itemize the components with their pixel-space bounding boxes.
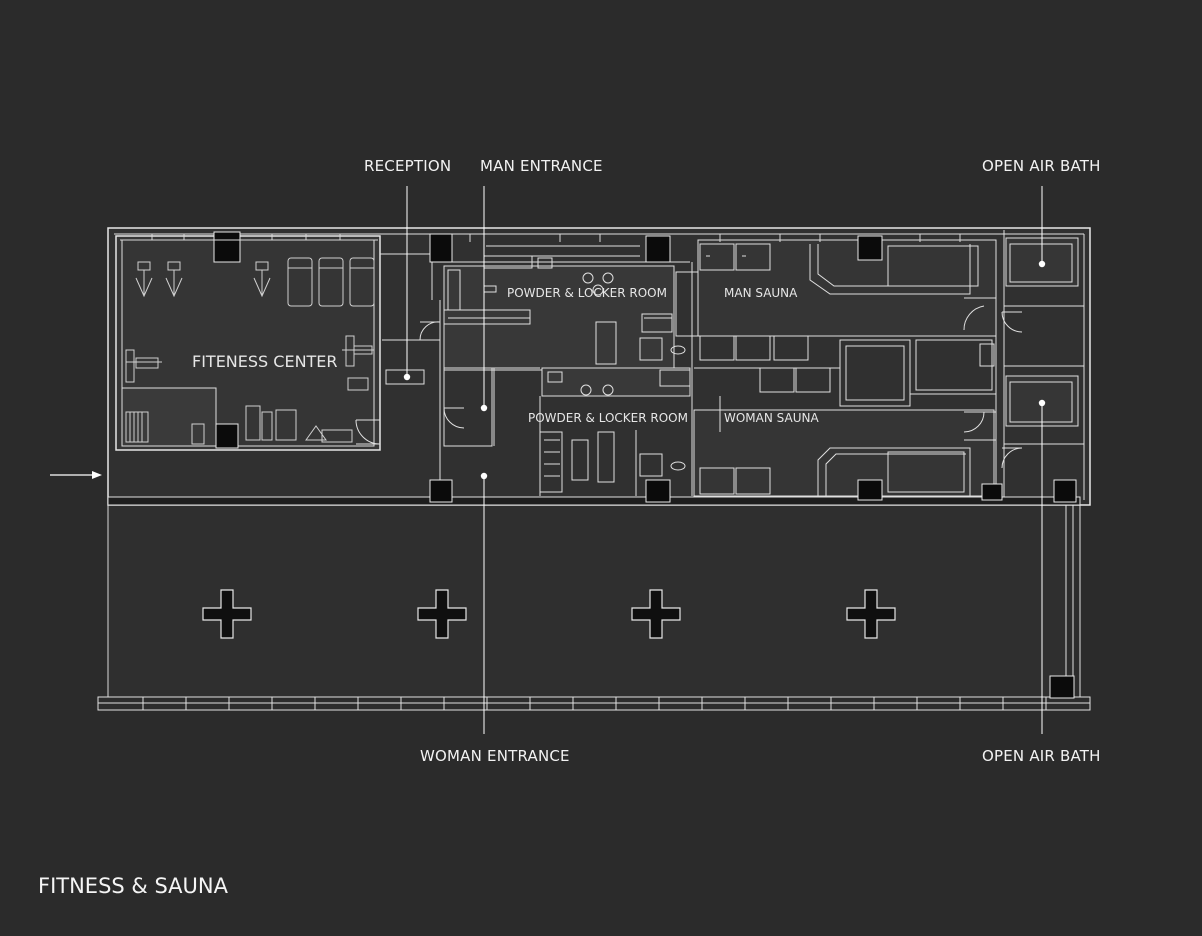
entrance-arrow-icon xyxy=(50,471,102,479)
weight-bench-icon xyxy=(125,335,374,445)
page-title: FITNESS & SAUNA xyxy=(38,874,228,898)
man-locker-room xyxy=(443,245,699,371)
powder-locker-woman-label: POWDER & LOCKER ROOM xyxy=(528,411,688,425)
corridor-strip xyxy=(107,496,1081,506)
woman-sauna-label: WOMAN SAUNA xyxy=(724,411,819,425)
structural-columns xyxy=(213,231,1077,699)
fitness-mat-area xyxy=(121,387,217,447)
facade-strip xyxy=(97,696,1091,711)
exercise-bike-icon xyxy=(135,261,271,298)
partition-walls xyxy=(440,240,997,497)
grille-icon xyxy=(125,411,149,443)
woman-locker-room xyxy=(443,367,691,493)
cross-column-icon xyxy=(202,589,896,639)
open-air-bath-area xyxy=(1001,230,1084,497)
open-air-bath-bottom-label: OPEN AIR BATH xyxy=(982,747,1101,765)
open-air-bath-top-label: OPEN AIR BATH xyxy=(982,157,1101,175)
fitness-center-label: FITENESS CENTER xyxy=(192,352,338,371)
treadmill-icon xyxy=(287,257,375,307)
man-entrance-label: MAN ENTRANCE xyxy=(480,157,603,175)
toilet-icon xyxy=(639,337,686,477)
door-swing-icon xyxy=(355,419,381,445)
powder-locker-man-label: POWDER & LOCKER ROOM xyxy=(507,286,667,300)
callout-leaders xyxy=(403,186,1046,734)
terrace-area xyxy=(107,504,1081,698)
man-sauna-label: MAN SAUNA xyxy=(724,286,798,300)
woman-entrance-label: WOMAN ENTRANCE xyxy=(420,747,570,765)
woman-sauna-room xyxy=(693,367,996,497)
facade-top xyxy=(120,234,961,242)
reception-label: RECEPTION xyxy=(364,157,452,175)
man-sauna-room xyxy=(697,239,997,407)
